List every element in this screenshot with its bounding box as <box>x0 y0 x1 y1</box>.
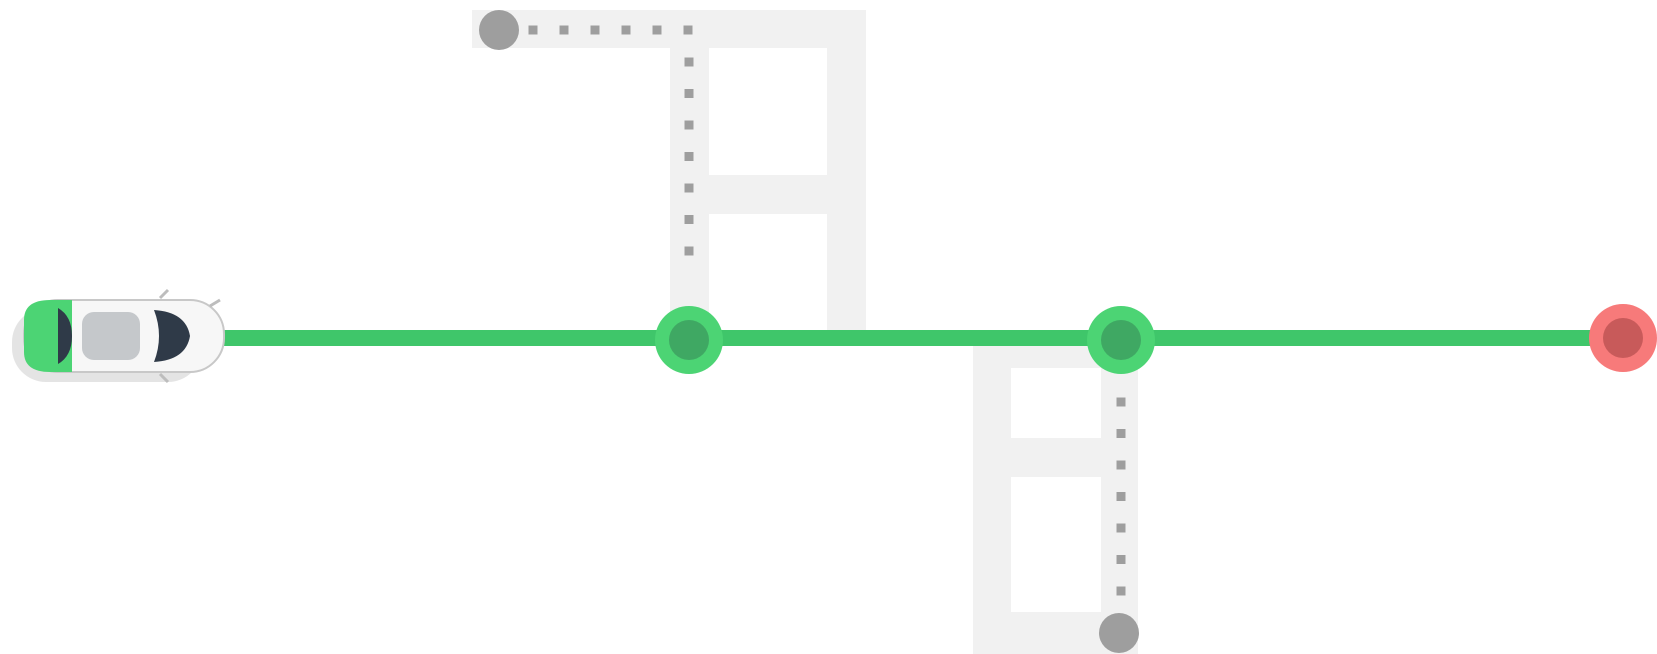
walk-dot <box>1116 555 1126 564</box>
building-block-bottom <box>973 345 1138 654</box>
walk-dot <box>684 89 694 98</box>
car-icon[interactable] <box>12 288 225 384</box>
walk-dot <box>683 25 693 35</box>
walk-dot <box>1116 523 1126 533</box>
pickup-dot-icon[interactable] <box>479 10 519 50</box>
walk-dot <box>559 25 569 35</box>
walk-dot <box>684 57 694 67</box>
waypoint-2[interactable] <box>1087 306 1155 374</box>
building-block-top <box>472 10 866 330</box>
walk-dot <box>1116 492 1126 501</box>
pickup-dot-icon[interactable] <box>1099 613 1139 653</box>
walking-path-bottom <box>1116 397 1126 596</box>
walking-path-top <box>528 25 694 256</box>
destination-marker[interactable] <box>1589 304 1657 372</box>
walk-dot <box>621 25 631 35</box>
walk-dot <box>684 246 694 256</box>
walk-dot <box>684 183 694 193</box>
walk-dot <box>590 25 600 35</box>
walk-dot <box>652 25 662 35</box>
route-line <box>200 330 1625 346</box>
walk-dot <box>528 25 538 35</box>
walk-dot <box>684 120 694 130</box>
walk-dot <box>1116 429 1126 438</box>
walk-dot <box>1116 397 1126 407</box>
waypoint-1[interactable] <box>655 306 723 374</box>
walk-dot <box>684 215 694 224</box>
walk-dot <box>1116 586 1126 596</box>
walk-dot <box>684 152 694 161</box>
walk-dot <box>1116 460 1126 470</box>
